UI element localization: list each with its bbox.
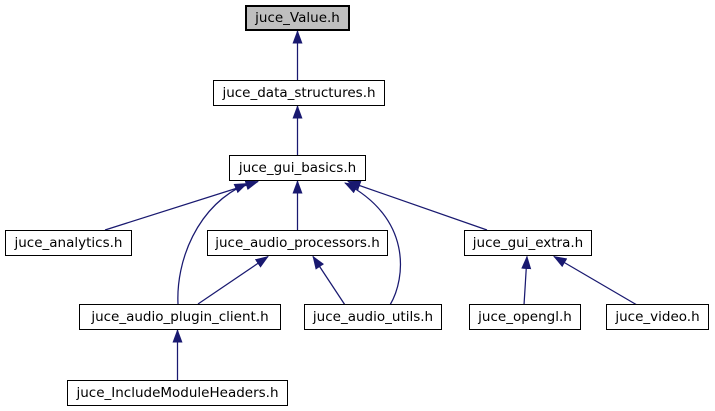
- edge-juce_audio_plugin_client-to-juce_audio_processors: [197, 255, 269, 305]
- node-label: juce_gui_basics.h: [238, 160, 357, 176]
- node-label: juce_audio_processors.h: [215, 235, 380, 251]
- node-label: juce_gui_extra.h: [472, 235, 584, 251]
- edge-juce_video-to-juce_gui_extra: [553, 255, 638, 306]
- graph-node-juce_gui_basics[interactable]: juce_gui_basics.h: [229, 155, 366, 181]
- graph-node-juce_data_structures[interactable]: juce_data_structures.h: [213, 80, 385, 106]
- edge-juce_analytics-to-juce_gui_basics: [104, 180, 259, 231]
- node-label: juce_data_structures.h: [222, 85, 376, 101]
- node-label: juce_opengl.h: [478, 309, 572, 325]
- edge-juce_audio_utils-to-juce_gui_basics: [344, 182, 402, 306]
- graph-node-juce_audio_plugin_client[interactable]: juce_audio_plugin_client.h: [79, 304, 281, 330]
- node-label: juce_video.h: [615, 309, 700, 325]
- graph-node-juce_analytics[interactable]: juce_analytics.h: [5, 230, 132, 256]
- node-label: juce_IncludeModuleHeaders.h: [76, 385, 279, 401]
- edge-juce_audio_plugin_client-to-juce_gui_basics: [177, 182, 248, 305]
- node-label: juce_analytics.h: [14, 235, 123, 251]
- node-label: juce_Value.h: [255, 10, 340, 26]
- node-label: juce_audio_utils.h: [312, 309, 434, 325]
- graph-node-juce_Value: juce_Value.h: [245, 5, 350, 31]
- graph-node-juce_video[interactable]: juce_video.h: [606, 304, 709, 330]
- edge-juce_gui_extra-to-juce_gui_basics: [347, 180, 488, 231]
- graph-node-juce_audio_processors[interactable]: juce_audio_processors.h: [207, 230, 388, 256]
- graph-node-juce_IncludeModuleHeaders[interactable]: juce_IncludeModuleHeaders.h: [67, 380, 288, 406]
- graph-node-juce_audio_utils[interactable]: juce_audio_utils.h: [304, 304, 442, 330]
- graph-node-juce_gui_extra[interactable]: juce_gui_extra.h: [464, 230, 592, 256]
- edge-juce_audio_utils-to-juce_audio_processors: [312, 255, 346, 306]
- edge-juce_opengl-to-juce_gui_extra: [521, 255, 532, 306]
- node-label: juce_audio_plugin_client.h: [91, 309, 269, 325]
- graph-node-juce_opengl[interactable]: juce_opengl.h: [469, 304, 581, 330]
